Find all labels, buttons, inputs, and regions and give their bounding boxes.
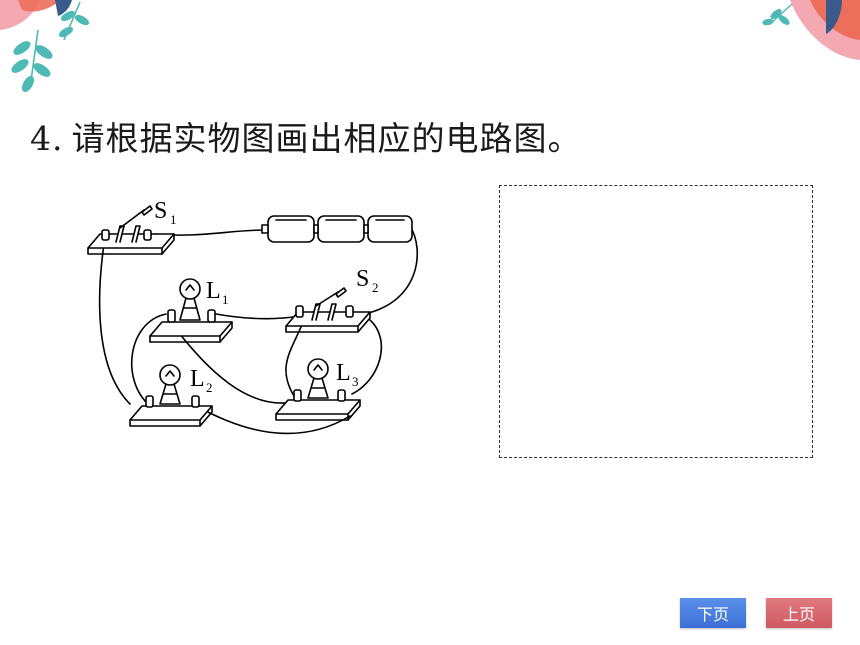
- svg-text:L: L: [336, 360, 351, 386]
- label-s2: S 2: [356, 266, 379, 295]
- wire-s2-l3: [285, 319, 305, 397]
- wire-s1-l2: [98, 243, 131, 405]
- lamp-l2: [129, 364, 213, 427]
- wire-l2-l3: [195, 405, 351, 435]
- lamp-l3: [275, 358, 361, 421]
- svg-text:3: 3: [352, 374, 359, 389]
- svg-text:L: L: [190, 366, 205, 392]
- answer-drawing-area: [499, 185, 813, 458]
- label-s1: S 1: [154, 198, 177, 227]
- svg-text:L: L: [206, 278, 221, 304]
- wire-l1-s2: [215, 313, 301, 320]
- label-l2: L 2: [190, 366, 213, 395]
- svg-text:2: 2: [372, 280, 379, 295]
- svg-text:S: S: [154, 198, 167, 224]
- previous-page-button[interactable]: 上页: [766, 598, 832, 628]
- decorative-leaves-top-right: [762, 0, 860, 60]
- svg-text:2: 2: [206, 380, 213, 395]
- label-l1: L 1: [206, 278, 229, 307]
- battery-pack: [261, 215, 413, 243]
- wire-s2-l3-b: [351, 319, 383, 395]
- next-page-button[interactable]: 下页: [680, 598, 746, 628]
- circuit-physical-diagram: S 1 S 2 L 1 L 2 L 3: [87, 198, 418, 435]
- question-text: 请根据实物图画出相应的电路图。: [71, 119, 582, 158]
- decorative-leaves-top-left: [0, 0, 90, 93]
- svg-text:1: 1: [170, 212, 177, 227]
- svg-text:S: S: [356, 266, 369, 292]
- label-l3: L 3: [336, 360, 359, 389]
- question-number: 4.: [30, 119, 64, 158]
- lamp-l1: [149, 278, 233, 343]
- wire-battery-s2: [363, 225, 418, 315]
- svg-text:1: 1: [222, 292, 229, 307]
- switch-s1: [87, 205, 175, 255]
- wire-l1-l3: [171, 323, 295, 404]
- wire-l1-l2: [130, 313, 167, 407]
- switch-s2: [285, 287, 371, 333]
- question-heading: 4.请根据实物图画出相应的电路图。: [30, 112, 582, 160]
